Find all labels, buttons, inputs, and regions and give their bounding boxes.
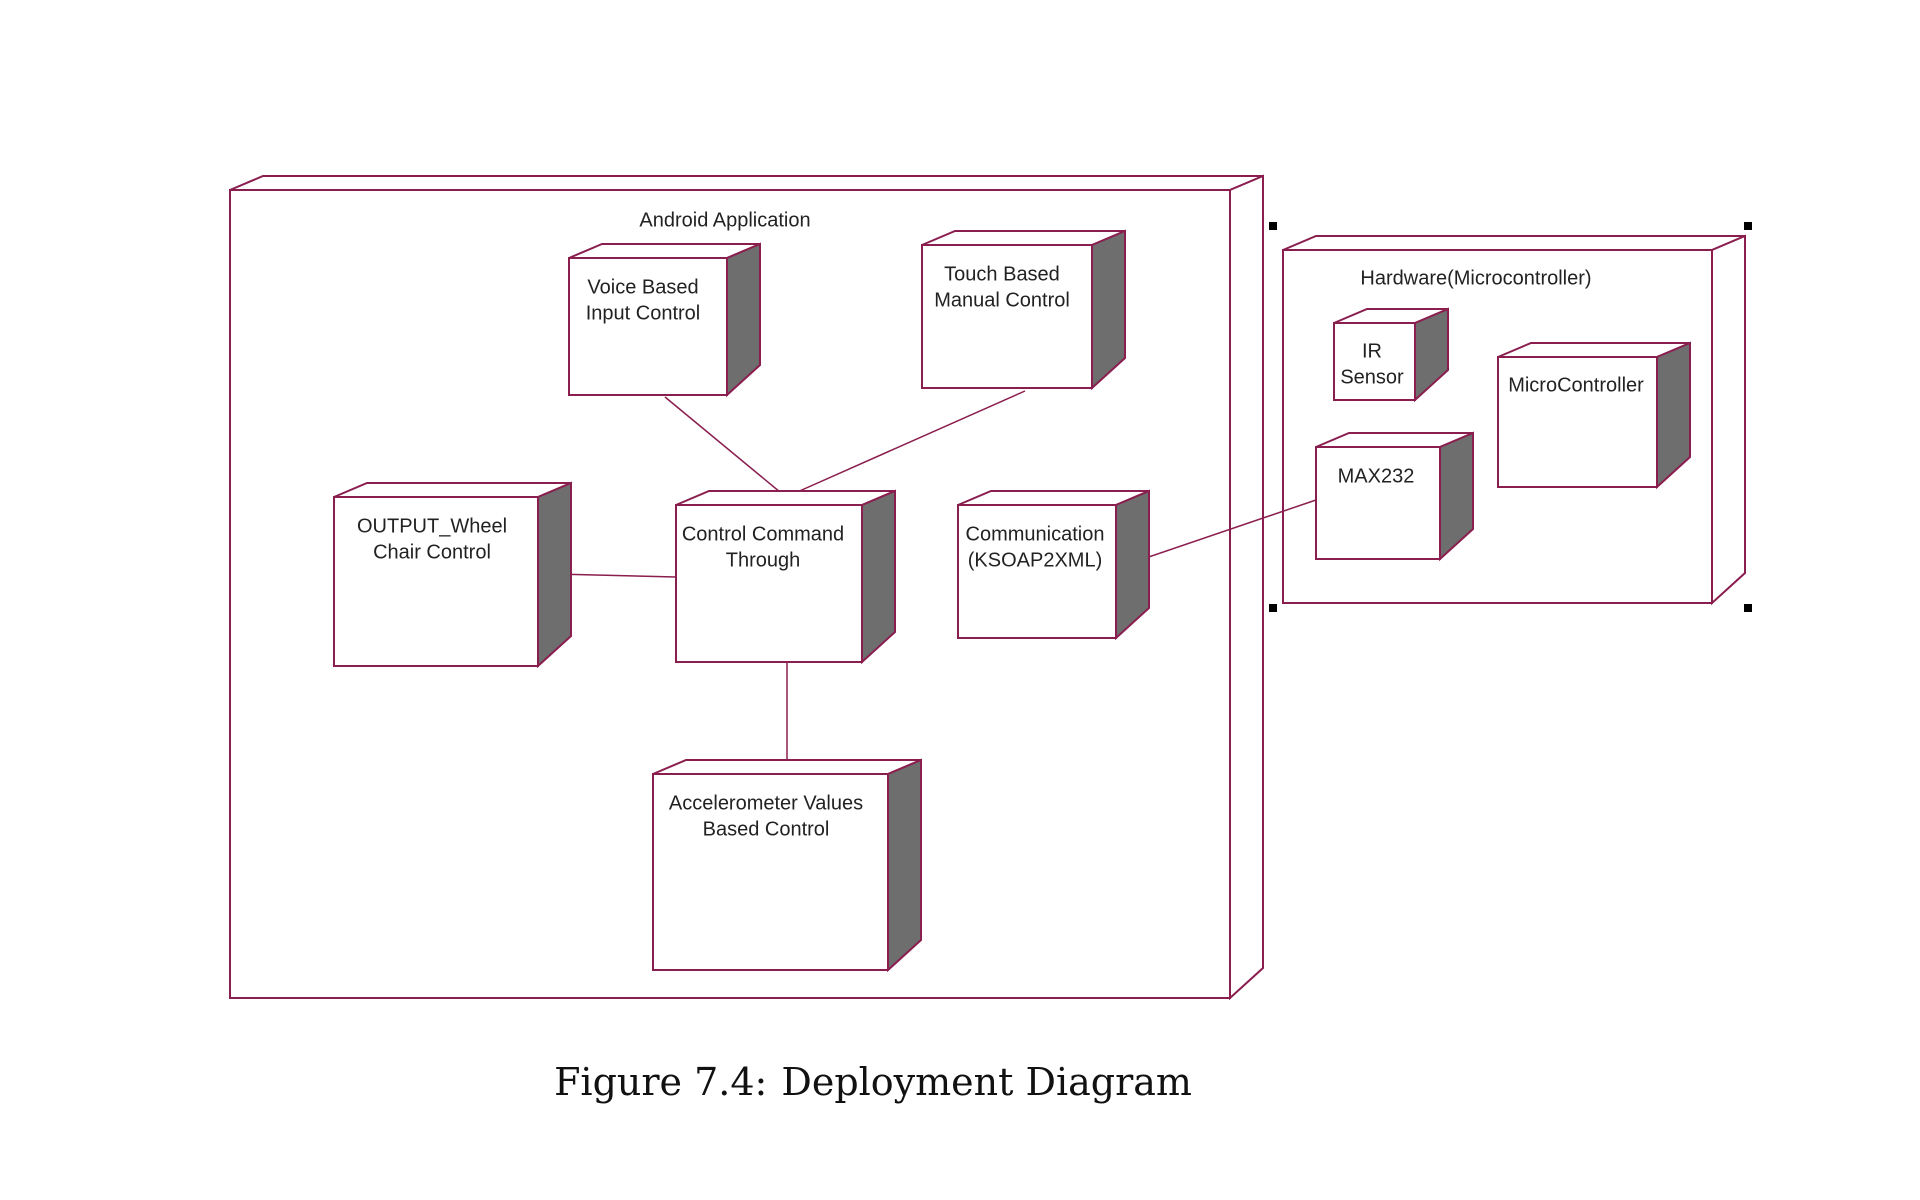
node-touch-side xyxy=(1091,229,1126,391)
edge-comm-max232 xyxy=(1130,499,1317,564)
node-max232-side xyxy=(1439,431,1474,562)
node-communication-side xyxy=(1115,489,1150,641)
node-micro-label-line: MicroController xyxy=(1508,375,1644,397)
node-accelerometer-front xyxy=(652,773,889,971)
node-communication-label-line: Communication xyxy=(966,524,1105,546)
node-ir: IR Sensor xyxy=(1333,307,1449,403)
selection-handle-4 xyxy=(1744,604,1752,612)
node-max232-label-line: MAX232 xyxy=(1338,466,1415,488)
node-ir-label-line: IR xyxy=(1362,341,1382,363)
node-max232: MAX232 xyxy=(1315,431,1474,562)
container-android-top xyxy=(229,175,1264,191)
container-hardware-side xyxy=(1711,234,1746,606)
node-voice-side xyxy=(726,242,761,398)
caption-text: Deployment Diagram xyxy=(781,1060,1192,1104)
container-android-side xyxy=(1229,174,1264,1001)
selection-handle-3 xyxy=(1269,604,1277,612)
node-micro: MicroController xyxy=(1497,341,1691,490)
edge-touch-control xyxy=(785,390,1026,498)
figure-caption: Figure 7.4: Deployment Diagram xyxy=(0,1060,1760,1104)
node-accelerometer-label-line: Based Control xyxy=(703,819,830,841)
node-micro-side xyxy=(1656,341,1691,490)
node-accelerometer-side xyxy=(887,758,922,973)
container-android-label-line: Android Application xyxy=(639,210,810,232)
node-ir-side xyxy=(1414,307,1449,403)
container-hardware-top xyxy=(1282,235,1746,251)
node-micro-front xyxy=(1497,356,1658,488)
node-accelerometer-top xyxy=(652,759,922,775)
edge-output-control xyxy=(554,573,677,578)
node-output-side xyxy=(537,481,572,669)
node-output-label-line: OUTPUT_Wheel xyxy=(357,516,507,538)
node-voice-label-line: Input Control xyxy=(586,303,701,325)
node-ir-label-line: Sensor xyxy=(1340,367,1404,389)
node-control-front xyxy=(675,504,863,663)
node-output-label-line: Chair Control xyxy=(373,542,491,564)
node-touch-label-line: Touch Based xyxy=(944,264,1060,286)
node-control-top xyxy=(675,490,896,506)
node-ir-front xyxy=(1333,322,1416,401)
node-control-label-line: Through xyxy=(726,550,801,572)
node-communication-front xyxy=(957,504,1117,639)
selection-handle-2 xyxy=(1744,222,1752,230)
node-communication-label-line: (KSOAP2XML) xyxy=(968,550,1102,572)
node-voice-front xyxy=(568,257,728,396)
node-communication: Communication (KSOAP2XML) xyxy=(957,489,1150,641)
selection-handle-1 xyxy=(1269,222,1277,230)
node-control-label-line: Control Command xyxy=(682,524,844,546)
node-touch-label-line: Manual Control xyxy=(934,290,1070,312)
node-accelerometer-label-line: Accelerometer Values xyxy=(669,793,863,815)
container-hardware-label-line: Hardware(Microcontroller) xyxy=(1360,268,1591,290)
node-output-top xyxy=(333,482,572,498)
edge-voice-control xyxy=(664,396,787,498)
node-control-side xyxy=(861,489,896,665)
node-voice-label-line: Voice Based xyxy=(587,277,698,299)
caption-number: Figure 7.4: xyxy=(554,1060,768,1104)
node-max232-front xyxy=(1315,446,1441,560)
